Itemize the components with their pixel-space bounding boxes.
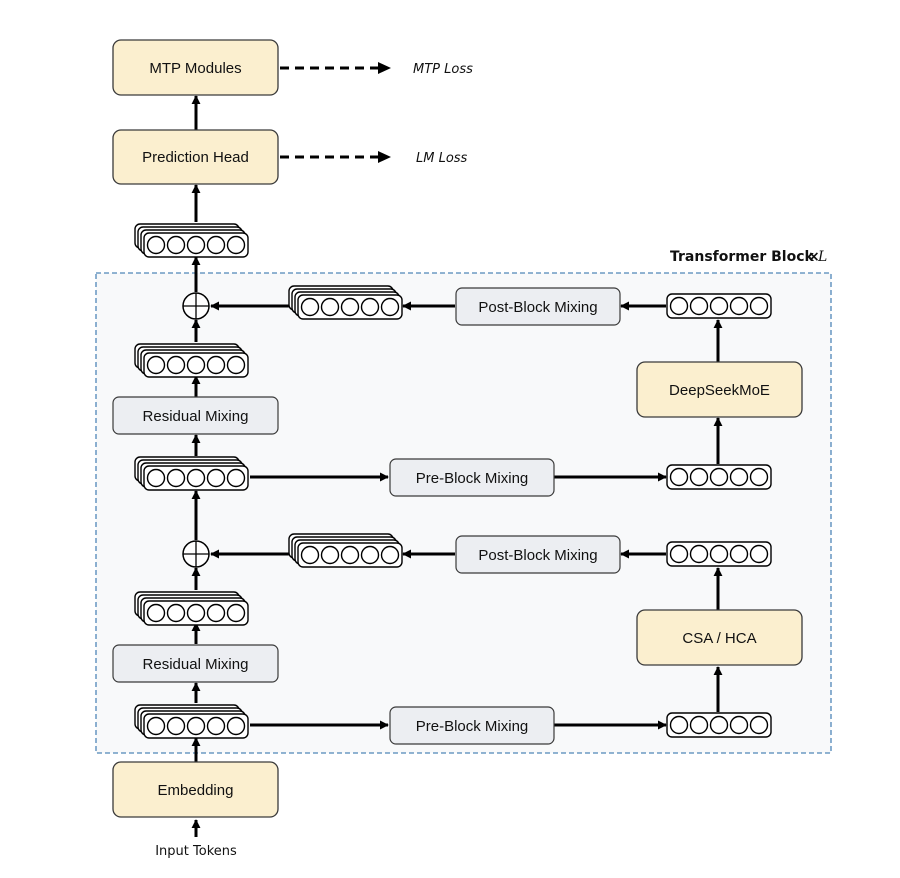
deepseekmoe-label: DeepSeekMoE [669, 382, 770, 399]
repeat-symbol: L [817, 249, 827, 265]
pre-block-mixing-label-1: Pre-Block Mixing [416, 718, 529, 735]
transformer-block-label: Transformer Block [670, 249, 815, 265]
mtp-loss-label: MTP Loss [413, 62, 473, 77]
post-block-mixing-label-1: Post-Block Mixing [478, 547, 597, 564]
embedding-box: Embedding [112, 761, 279, 818]
sum-node-1 [182, 540, 210, 568]
residual-mixing-label-2: Residual Mixing [143, 408, 249, 425]
post-block-mixing-box-1: Post-Block Mixing [455, 535, 621, 574]
prediction-head-label: Prediction Head [142, 149, 249, 166]
vector-attn-out [666, 541, 772, 567]
vector-stack-layer2-out [134, 343, 249, 378]
mtp-loss-arrowhead [378, 62, 391, 74]
loss-arrows [280, 66, 378, 159]
prediction-head-box: Prediction Head [112, 129, 279, 185]
vector-moe-out [666, 293, 772, 319]
vector-moe-in [666, 464, 772, 490]
transformer-block-title: Transformer Block × L [670, 249, 827, 265]
vector-stack-layer2-in [134, 456, 249, 491]
pre-block-mixing-box-2: Pre-Block Mixing [389, 458, 555, 497]
lm-loss-arrowhead [378, 151, 391, 163]
residual-mixing-label-1: Residual Mixing [143, 656, 249, 673]
mtp-modules-box: MTP Modules [112, 39, 279, 96]
post-block-mixing-label-2: Post-Block Mixing [478, 299, 597, 316]
residual-mixing-box-1: Residual Mixing [112, 644, 279, 683]
input-tokens-label: Input Tokens [155, 844, 237, 859]
post-block-mixing-box-2: Post-Block Mixing [455, 287, 621, 326]
attention-box: CSA / HCA [636, 609, 803, 666]
times-symbol: × [808, 249, 820, 265]
vector-attn-in [666, 712, 772, 738]
vector-stack-post-block-1 [288, 533, 403, 568]
vector-stack-layer1-in [134, 704, 249, 739]
mtp-modules-label: MTP Modules [149, 60, 241, 77]
embedding-label: Embedding [158, 782, 234, 799]
vector-stack-top [134, 223, 249, 258]
residual-mixing-box-2: Residual Mixing [112, 396, 279, 435]
vector-stack-layer1-out [134, 591, 249, 626]
connectors [191, 95, 723, 837]
attention-label: CSA / HCA [682, 630, 756, 647]
pre-block-mixing-box-1: Pre-Block Mixing [389, 706, 555, 745]
sum-node-2 [182, 292, 210, 320]
deepseekmoe-box: DeepSeekMoE [636, 361, 803, 418]
lm-loss-label: LM Loss [416, 151, 468, 166]
vector-stack-post-block-2 [288, 285, 403, 320]
pre-block-mixing-label-2: Pre-Block Mixing [416, 470, 529, 487]
vector-stacks [134, 223, 772, 739]
